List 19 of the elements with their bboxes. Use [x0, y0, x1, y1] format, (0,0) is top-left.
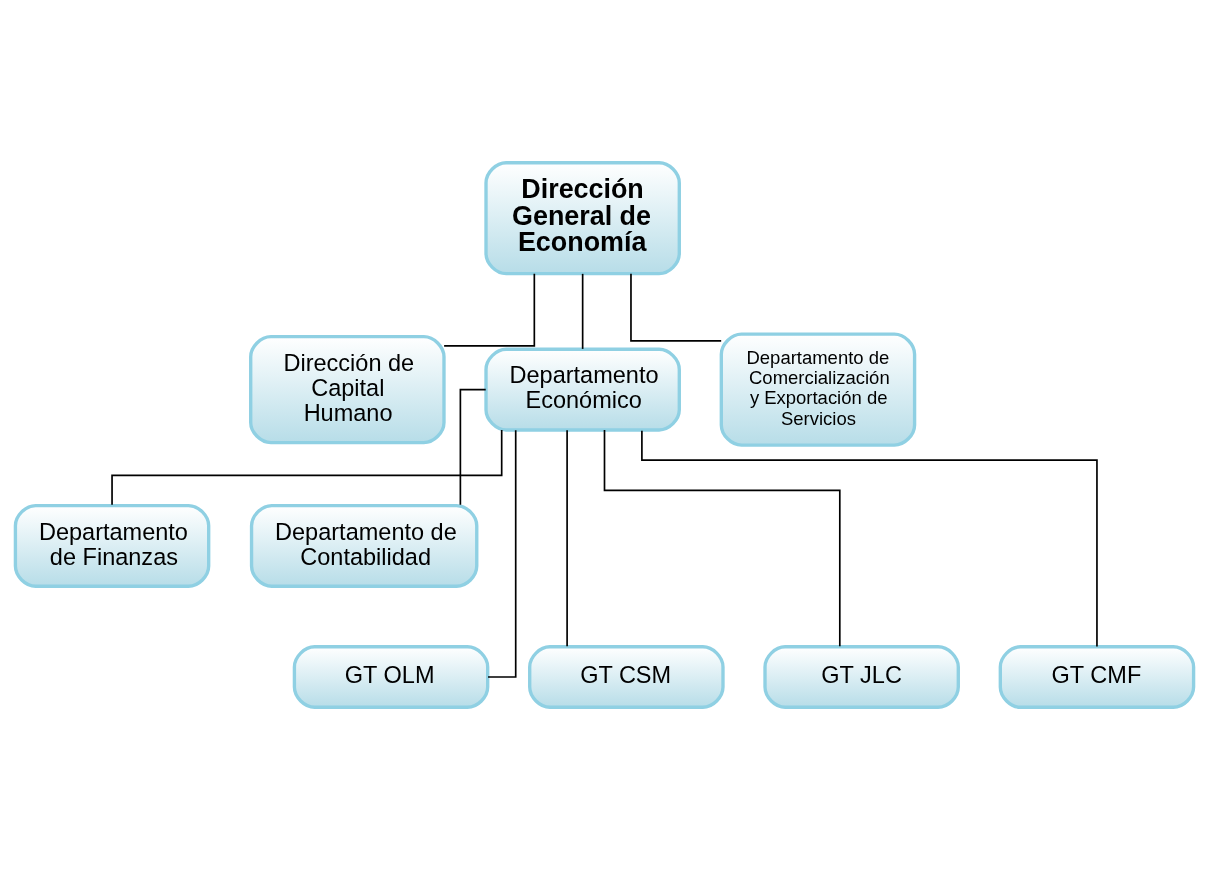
connector [603, 428, 841, 647]
node-box: GT CMF [998, 644, 1196, 709]
node-box: Departamento de Comercialización y Exportación de Servicios [719, 332, 917, 447]
connector [459, 388, 487, 506]
connector [630, 272, 722, 342]
node-box: Departamento de Contabilidad [249, 503, 479, 588]
connector [566, 428, 568, 647]
node-box: Departamento de Finanzas [13, 503, 211, 588]
node-box: GT JLC [763, 644, 960, 709]
connector [641, 429, 1098, 647]
node-box: Departamento Económico [484, 347, 681, 432]
node-box: Dirección de Capital Humano [249, 334, 446, 444]
connector [487, 428, 517, 678]
node-box: GT OLM [292, 644, 490, 709]
connector [443, 272, 536, 347]
node-box: Dirección General de Economía [484, 160, 681, 275]
connector [581, 272, 584, 350]
connector [111, 428, 503, 506]
node-box: GT CSM [528, 644, 725, 709]
